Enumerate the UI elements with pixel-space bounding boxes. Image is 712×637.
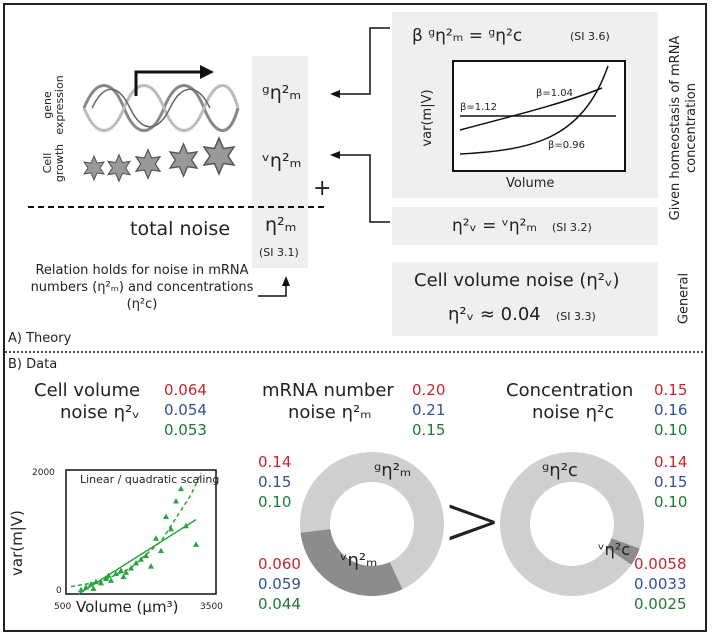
scatter-ytick-bottom: 0 bbox=[56, 586, 62, 596]
data-point bbox=[173, 498, 179, 504]
variance-scaling-inset bbox=[452, 60, 626, 172]
concentration-noise-values: 0.15 0.16 0.10 bbox=[654, 381, 688, 439]
inset-curve-label-096: β=0.96 bbox=[548, 140, 586, 151]
data-point bbox=[168, 525, 174, 532]
inset-ylabel: var(m|V) bbox=[420, 89, 435, 147]
transcription-arrow-icon bbox=[134, 65, 214, 96]
beta-equation: β ᵍη²ₘ = ᵍη²c bbox=[412, 26, 523, 46]
scatter-xlabel: Volume (μm³) bbox=[76, 598, 179, 616]
section-divider bbox=[5, 351, 707, 353]
data-point bbox=[93, 578, 99, 585]
data-point bbox=[143, 552, 149, 559]
donut-cell-growth-slice bbox=[606, 538, 640, 565]
conc-gene-expression-symbol: ᵍη²c bbox=[542, 460, 578, 481]
scatter-xtick-right: 3500 bbox=[200, 602, 223, 612]
volume-noise-equation: η²ᵥ = ᵛη²ₘ bbox=[452, 216, 537, 236]
figure-frame bbox=[3, 3, 707, 632]
mrna-cell-growth-values: 0.060 0.059 0.044 bbox=[258, 555, 301, 613]
concentration-noise-heading: Concentration noise η²c bbox=[506, 380, 634, 423]
relation-note: Relation holds for noise in mRNA numbers… bbox=[30, 263, 254, 312]
donut-gene-expression-slice bbox=[500, 452, 644, 596]
cell-volume-noise-values: 0.064 0.054 0.053 bbox=[164, 381, 207, 439]
mrna-gene-expression-values: 0.14 0.15 0.10 bbox=[258, 453, 292, 511]
data-point bbox=[120, 573, 127, 580]
cell-volume-noise-panel bbox=[392, 262, 658, 336]
data-point bbox=[148, 563, 154, 569]
volume-noise-relation-panel bbox=[392, 207, 658, 245]
sum-divider bbox=[28, 206, 328, 208]
data-point bbox=[193, 541, 199, 547]
data-point bbox=[103, 575, 109, 581]
side-label-homeostasis: Given homeostasis of mRNA concentration bbox=[668, 35, 699, 221]
data-point bbox=[105, 572, 112, 578]
side-label-general: General bbox=[676, 272, 692, 325]
dna-helix-icon bbox=[82, 84, 240, 132]
fit-line-quadratic bbox=[70, 472, 202, 588]
mrna-cell-growth-symbol: ᵛη²ₘ bbox=[340, 550, 378, 571]
data-point bbox=[113, 570, 119, 577]
mrna-gene-expression-symbol: ᵍη²ₘ bbox=[374, 460, 412, 481]
gene-expression-noise-symbol: ᵍη²ₘ bbox=[262, 82, 302, 104]
conc-cell-growth-values: 0.0058 0.0033 0.0025 bbox=[634, 555, 687, 613]
scatter-plot bbox=[65, 469, 217, 595]
data-point bbox=[138, 556, 144, 562]
data-point bbox=[128, 564, 134, 571]
fit-line-linear bbox=[78, 518, 197, 595]
cell-volume-noise-equation: η²ᵥ ≈ 0.04 bbox=[448, 304, 541, 325]
section-b-label: B) Data bbox=[8, 357, 58, 372]
data-point bbox=[118, 567, 124, 573]
mrna-number-noise-values: 0.20 0.21 0.15 bbox=[412, 381, 446, 439]
scatter-xtick-left: 500 bbox=[54, 602, 72, 612]
cell-volume-noise-heading: Cell volume noise η²ᵥ bbox=[34, 380, 141, 423]
data-point bbox=[83, 584, 89, 590]
beta-equation-ref: (SI 3.6) bbox=[570, 30, 610, 43]
donut-cell-growth-slice bbox=[300, 529, 403, 596]
inset-curve-label-112: β=1.12 bbox=[460, 102, 498, 113]
data-point bbox=[78, 586, 84, 593]
data-point bbox=[158, 547, 164, 554]
section-a-label: A) Theory bbox=[8, 331, 72, 346]
data-point bbox=[123, 569, 129, 575]
cell-growth-icon bbox=[82, 136, 236, 183]
data-point bbox=[108, 577, 114, 583]
scatter-ytick-top: 2000 bbox=[32, 468, 55, 478]
noise-components-panel bbox=[252, 56, 308, 268]
concentration-donut bbox=[500, 452, 644, 596]
cell-volume-noise-ref: (SI 3.3) bbox=[556, 310, 596, 323]
conc-cell-growth-symbol: ᵛη²c bbox=[598, 540, 631, 559]
inset-xlabel: Volume bbox=[506, 176, 555, 191]
data-point bbox=[183, 522, 189, 529]
total-noise-symbol: η²ₘ bbox=[265, 214, 297, 236]
scatter-ylabel: var(m|V) bbox=[8, 510, 26, 576]
mrna-number-donut bbox=[300, 452, 444, 596]
total-noise-ref: (SI 3.1) bbox=[259, 246, 299, 259]
data-point bbox=[133, 560, 139, 566]
volume-noise-ref: (SI 3.2) bbox=[552, 221, 592, 234]
greater-than-sign: > bbox=[442, 478, 503, 562]
inset-curve-label-104: β=1.04 bbox=[536, 88, 574, 99]
cell-volume-noise-title: Cell volume noise (η²ᵥ) bbox=[414, 270, 620, 291]
cell-growth-noise-symbol: ᵛη²ₘ bbox=[262, 150, 302, 172]
data-point bbox=[153, 535, 159, 541]
data-point bbox=[98, 579, 104, 586]
data-point bbox=[88, 581, 94, 587]
plus-sign: + bbox=[313, 176, 332, 201]
scatter-title: Linear / quadratic scaling bbox=[80, 473, 220, 486]
mrna-number-noise-heading: mRNA number noise η²ₘ bbox=[262, 380, 394, 423]
data-point bbox=[90, 585, 97, 591]
data-point bbox=[163, 513, 169, 519]
conc-gene-expression-values: 0.14 0.15 0.10 bbox=[654, 453, 688, 511]
total-noise-label: total noise bbox=[130, 218, 231, 240]
data-point bbox=[178, 485, 184, 492]
